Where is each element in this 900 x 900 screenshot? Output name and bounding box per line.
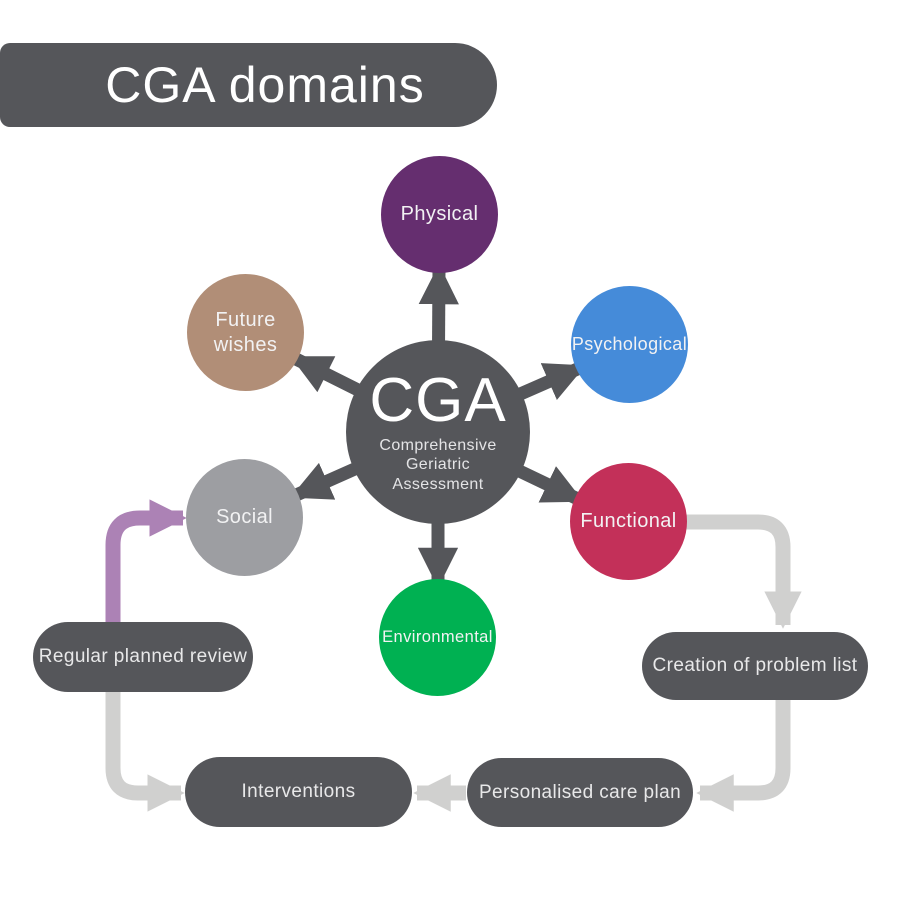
hub-subtitle: Comprehensive Geriatric Assessment (379, 436, 496, 494)
flow-step-label: Interventions (241, 781, 356, 802)
hub-subtitle-line: Geriatric (405, 456, 471, 474)
hub-subtitle-line: Assessment (392, 475, 484, 493)
domain-label-psychological: Psychological (571, 334, 688, 354)
domain-label-functional: Functional (580, 510, 677, 532)
flow-step-label: Regular planned review (38, 646, 248, 667)
domain-circle-social: Social (186, 459, 303, 576)
domain-label-environmental: Environmental (382, 628, 493, 646)
domain-label-future-wishes-line1: Future (215, 308, 276, 331)
domain-label-physical: Physical (400, 203, 479, 225)
flow-step-creation-of-problem-list: Creation of problem list (642, 632, 868, 700)
flow-connectors (105, 514, 802, 812)
arrow-functional-to-creation (684, 514, 802, 629)
domain-circle-environmental: Environmental (379, 579, 496, 696)
arrow-review-to-interventions (105, 686, 185, 812)
arrow-creation-to-personalised (696, 690, 791, 812)
diagram-title-label: CGA domains (105, 57, 425, 113)
flow-step-personalised-care-plan: Personalised care plan (467, 758, 693, 827)
flow-step-regular-planned-review: Regular planned review (33, 622, 253, 692)
domain-circle-physical: Physical (381, 156, 498, 273)
domain-circle-future-wishes: Future wishes (187, 274, 304, 391)
hub-acronym: CGA (369, 366, 507, 436)
domain-label-social: Social (216, 506, 273, 528)
flow-step-label: Personalised care plan (478, 781, 682, 803)
diagram-title: CGA domains (0, 43, 497, 127)
hub-circle-cga: CGA Comprehensive Geriatric Assessment (346, 340, 530, 524)
hub-subtitle-line: Comprehensive (379, 437, 497, 455)
domain-circle-psychological: Psychological (571, 286, 688, 403)
flow-step-label: Creation of problem list (652, 655, 858, 676)
domain-label-future-wishes-line2: wishes (213, 333, 278, 356)
arrow-review-to-social (105, 499, 187, 628)
domain-circle-functional: Functional (570, 463, 687, 580)
flow-step-interventions: Interventions (185, 757, 412, 827)
